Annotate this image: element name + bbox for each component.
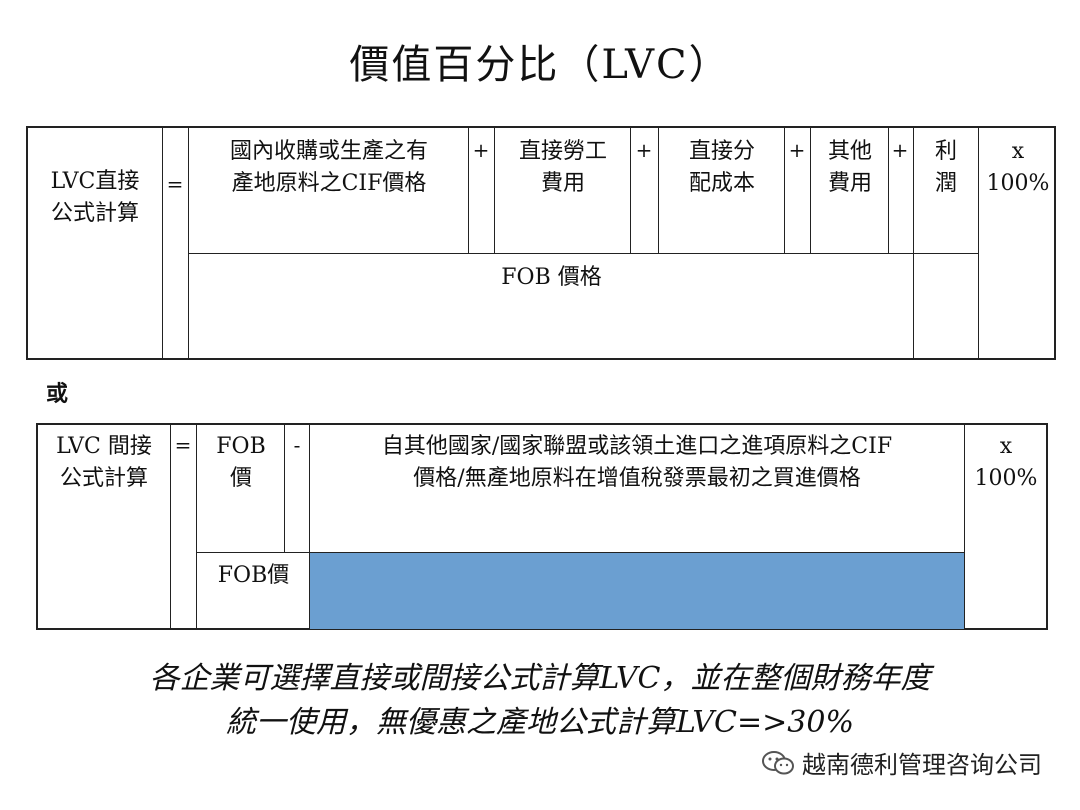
- minus-sign: -: [293, 433, 301, 457]
- watermark-text: 越南德利管理咨询公司: [802, 751, 1042, 779]
- highlighted-cell: [309, 552, 965, 630]
- plus-sign: +: [788, 138, 806, 162]
- indirect-formula-label: LVC 間接 公式計算: [56, 434, 152, 491]
- note-line-2: 統一使用，無優惠之產地公式計算LVC=>30%: [226, 705, 854, 740]
- note-line-1: 各企業可選擇直接或間接公式計算LVC，並在整個財務年度: [149, 661, 931, 696]
- multiplier-100-percent: x 100%: [986, 139, 1050, 196]
- fob-price-term: FOB 價: [216, 434, 266, 491]
- term-cif-price: 國內收購或生產之有 產地原料之CIF價格: [229, 139, 428, 196]
- term-profit: 利 潤: [934, 139, 957, 196]
- or-label: 或: [46, 382, 69, 407]
- direct-formula-label: LVC直接 公式計算: [50, 169, 140, 226]
- equals-sign: =: [174, 433, 192, 457]
- watermark: 越南德利管理咨询公司: [760, 745, 1042, 780]
- term-direct-labor: 直接勞工 費用: [518, 139, 607, 196]
- term-other-costs: 其他 費用: [827, 139, 872, 196]
- plus-sign: +: [472, 138, 490, 162]
- multiplier-100-percent: x 100%: [974, 434, 1038, 491]
- wechat-icon: [762, 750, 794, 774]
- plus-sign: +: [891, 138, 909, 162]
- equals-sign: =: [166, 172, 184, 196]
- fob-price-denominator: FOB價: [217, 563, 290, 588]
- plus-sign: +: [635, 138, 653, 162]
- imported-material-cif-term: 自其他國家/國家聯盟或該領土進口之進項原料之CIF 價格/無產地原料在增值稅發票…: [381, 434, 893, 491]
- fob-price-denominator: FOB 價格: [501, 265, 602, 290]
- page-title: 價值百分比（LVC）: [349, 42, 731, 88]
- term-direct-allocated-cost: 直接分 配成本: [688, 139, 755, 196]
